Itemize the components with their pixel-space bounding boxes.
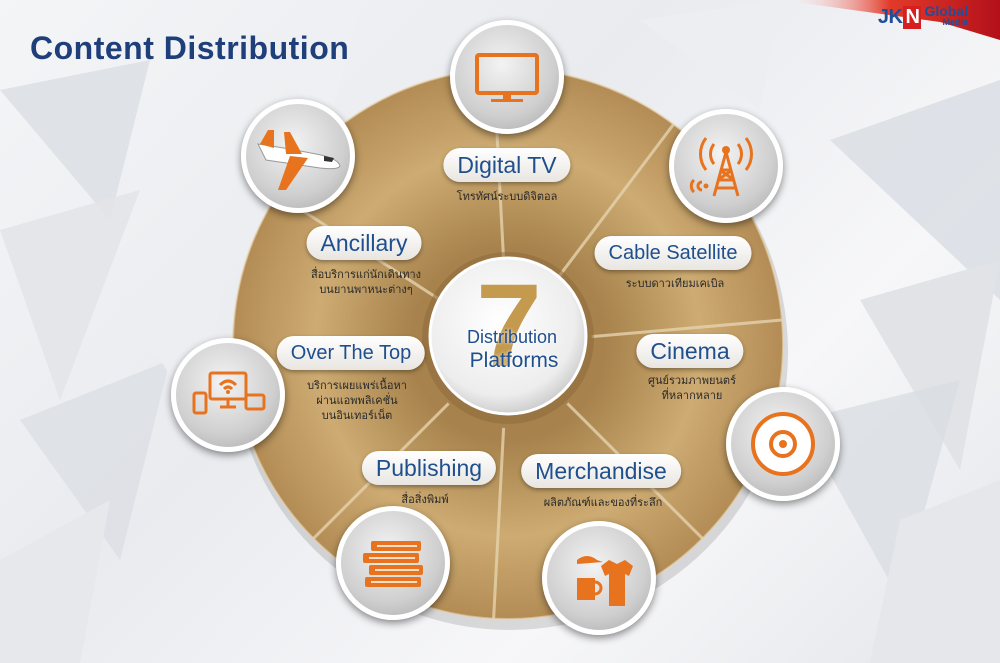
segment-sub-digital-tv: โทรทัศน์ระบบดิจิตอล [457, 189, 558, 204]
segment-sub-line: ระบบดาวเทียมเคเบิล [625, 277, 725, 290]
logo-highlight: N [903, 6, 922, 29]
segment-divider [591, 318, 783, 339]
airplane-icon [257, 130, 341, 190]
segment-sub-line: ผ่านแอพพลิเคชั่น [316, 394, 398, 407]
segment-label-ancillary: Ancillary [306, 226, 422, 260]
books-icon [363, 541, 423, 587]
segment-label-cable-satellite: Cable Satellite [594, 236, 752, 270]
segment-divider [557, 123, 675, 278]
segment-sub-line: สื่อบริการแก่นักเดินทาง [310, 268, 422, 281]
segment-sub-line: ศูนย์รวมภาพยนตร์ [648, 374, 736, 387]
logo-media: Media [942, 17, 968, 27]
devices-icon [192, 371, 266, 415]
logo-wordmark: Global Media [924, 3, 968, 28]
segment-label-over-the-top: Over The Top [276, 336, 426, 370]
corner-accent-band [780, 0, 1000, 40]
tv-icon [475, 53, 539, 102]
center-title-line2: Platforms [469, 349, 559, 372]
segment-sub-cinema: ศูนย์รวมภาพยนตร์ ที่หลากหลาย [648, 373, 736, 403]
segment-label-merchandise: Merchandise [521, 454, 681, 488]
segment-sub-line: บนอินเทอร์เน็ต [321, 409, 393, 422]
cinema-icon-circle [726, 387, 840, 501]
segment-sub-line: ผลิตภัณฑ์และของที่ระลึก [543, 496, 663, 509]
center-number: 7 [476, 260, 542, 392]
segment-sub-line: สื่อสิ่งพิมพ์ [401, 493, 449, 506]
publishing-icon-circle [336, 506, 450, 620]
segment-label-publishing: Publishing [361, 451, 497, 485]
segment-sub-publishing: สื่อสิ่งพิมพ์ [401, 492, 448, 507]
segment-divider [492, 427, 506, 619]
segment-sub-merchandise: ผลิตภัณฑ์และของที่ระลึก [544, 495, 663, 510]
over-the-top-icon-circle [171, 338, 285, 452]
logo-prefix: JK [877, 6, 903, 28]
center-title-line1: Distribution [466, 327, 558, 347]
segment-sub-line: บริการเผยแพร่เนื้อหา [307, 379, 407, 392]
hub-circle [428, 256, 588, 416]
digital-tv-icon-circle [450, 20, 564, 134]
segment-sub-line: บนยานพาหนะต่างๆ [319, 283, 413, 296]
segment-label-cinema: Cinema [636, 334, 744, 368]
segment-sub-cable-satellite: ระบบดาวเทียมเคเบิล [626, 276, 725, 291]
segment-sub-ancillary: สื่อบริการแก่นักเดินทาง บนยานพาหนะต่างๆ [311, 267, 421, 297]
antenna-tower-icon [689, 137, 753, 197]
disc-icon [751, 412, 815, 476]
page-title: Content Distribution [30, 30, 350, 66]
segment-sub-line: โทรทัศน์ระบบดิจิตอล [456, 190, 558, 203]
ancillary-icon-circle [241, 99, 355, 213]
segment-sub-line: ที่หลากหลาย [661, 389, 723, 402]
logo-global: Global [924, 3, 968, 19]
segment-label-digital-tv: Digital TV [443, 148, 571, 182]
merchandise-icon-circle [542, 521, 656, 635]
merchandise-icon [577, 556, 633, 606]
cable-satellite-icon-circle [669, 109, 783, 223]
segment-sub-over-the-top: บริการเผยแพร่เนื้อหา ผ่านแอพพลิเคชั่น บน… [307, 378, 407, 423]
